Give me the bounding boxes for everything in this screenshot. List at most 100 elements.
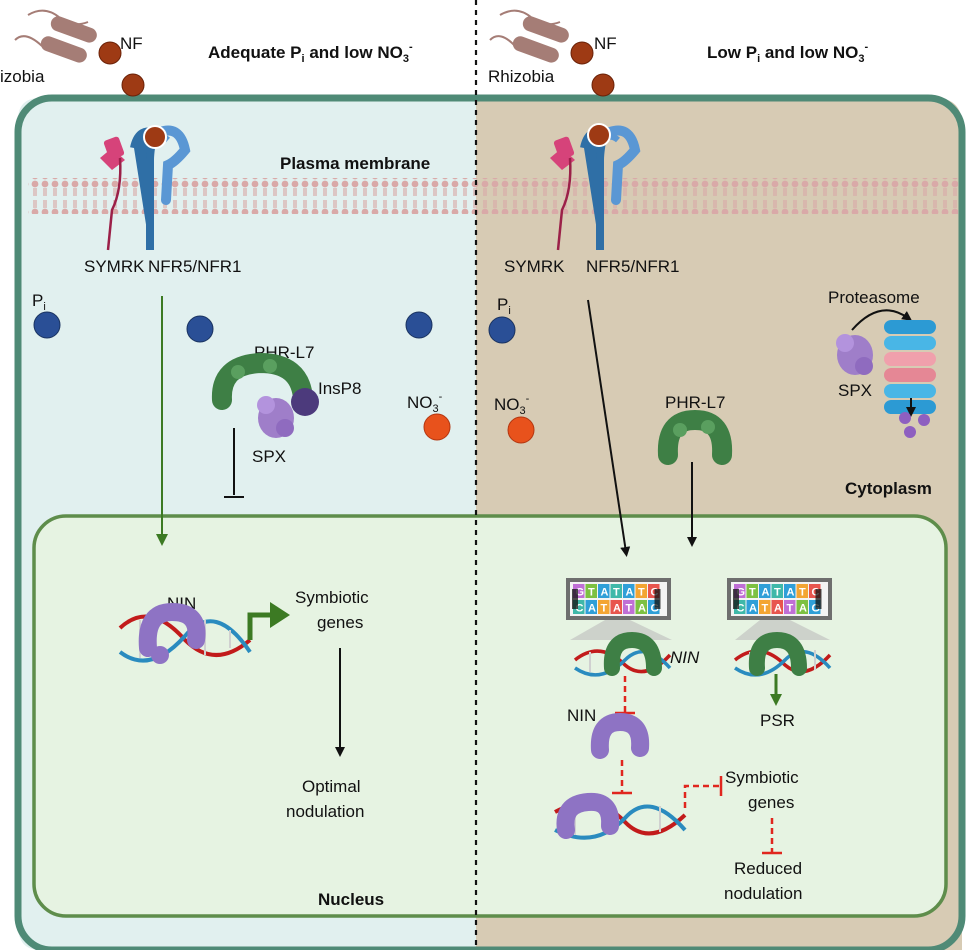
motif-right-top-letter: G xyxy=(737,587,746,599)
motif-right-top-letter: T xyxy=(799,587,806,599)
left-symrk-label: SYMRK xyxy=(84,257,145,276)
right-spx-label: SPX xyxy=(838,381,872,400)
motif-left-bottom-tile xyxy=(598,600,610,614)
motif-right-top-tile xyxy=(746,584,758,598)
right-rhizobia-label: Rhizobia xyxy=(488,67,555,86)
left-symrk-receptor xyxy=(100,136,125,251)
right-pi-label: Pi xyxy=(497,295,511,317)
left-nf-molecules xyxy=(98,41,145,97)
motif-right-top-tile xyxy=(771,584,783,598)
right-no3-label: NO3- xyxy=(494,393,530,417)
left-symbiotic-genes-line1: Symbiotic xyxy=(295,588,369,607)
right-phr-l7-protein xyxy=(657,409,733,465)
motif-right-bottom-letter: A xyxy=(749,603,757,615)
left-transcription-arrowhead xyxy=(270,602,290,628)
motif-right-top-tile xyxy=(796,584,808,598)
motif-left-bottom-letter: T xyxy=(626,603,633,615)
motif-right-top-tile xyxy=(784,584,796,598)
left-symbiotic-genes-line2: genes xyxy=(317,613,363,632)
reduced-nodulation-line2: nodulation xyxy=(724,884,802,903)
phr-on-psr-promoter xyxy=(748,631,807,676)
right-phr-l7-label: PHR-L7 xyxy=(665,393,725,412)
motif-right-bottom-letter: T xyxy=(762,603,769,615)
left-pi-molecule xyxy=(33,311,61,339)
motif-left-bottom-tile xyxy=(585,600,597,614)
motif-right-bottom-tile xyxy=(796,600,808,614)
right-nin-protein xyxy=(590,712,650,759)
motif-left-bottom-letter: A xyxy=(613,603,621,615)
right-pi-molecule xyxy=(488,316,516,344)
proteasome-complex xyxy=(884,320,936,414)
degraded-peptides xyxy=(899,412,930,438)
motif-right-bottom-letter: C xyxy=(737,603,745,615)
left-rhizobia-label: izobia xyxy=(0,67,45,86)
motif-left-bottom-tile xyxy=(635,600,647,614)
right-nitrate-molecule xyxy=(507,416,535,444)
motif-right-top-letter: T xyxy=(749,587,756,599)
insp8-molecule xyxy=(291,388,319,416)
motif-left-bottom-tile xyxy=(623,600,635,614)
motif-right-bottom-tile xyxy=(784,600,796,614)
motif-right-motif-bracket xyxy=(733,589,739,609)
motif-left-motif-bracket xyxy=(654,589,661,609)
motif-left-bottom-letter: C xyxy=(576,603,584,615)
spx-degradation-arrow xyxy=(851,309,913,331)
symbiotic-genes-inhibition-line xyxy=(683,784,720,808)
right-symrk-receptor xyxy=(550,136,575,251)
motif-right-top-tile xyxy=(734,584,746,598)
motif-right-bottom-letter: T xyxy=(787,603,794,615)
left-nitrate-molecule xyxy=(423,413,451,441)
cytoplasm-label: Cytoplasm xyxy=(845,479,932,498)
right-condition-title: Low Pi and low NO3- xyxy=(707,41,868,65)
motif-right-bottom-tile xyxy=(734,600,746,614)
cell-wall-outline xyxy=(14,94,966,950)
motif-left-bottom-tile xyxy=(648,600,660,614)
motif-left-top-letter: T xyxy=(588,587,595,599)
motif-right-bottom-letter: A xyxy=(799,603,807,615)
motif-right-bottom-tile xyxy=(809,600,821,614)
right-nf-molecules xyxy=(570,41,615,97)
motif-left-top-letter: T xyxy=(613,587,620,599)
right-symbiotic-genes-line1: Symbiotic xyxy=(725,768,799,787)
left-nin-protein xyxy=(138,602,206,664)
right-nfr-label: NFR5/NFR1 xyxy=(586,257,680,276)
left-transcription-start-arrow xyxy=(247,612,270,640)
motif-right-bottom-letter: A xyxy=(774,603,782,615)
motif-left-top-tile xyxy=(573,584,585,598)
right-signaling-arrow xyxy=(587,299,631,557)
nucleus-label: Nucleus xyxy=(318,890,384,909)
right-lower-nin-protein xyxy=(556,792,620,839)
optimal-nodulation-line1: Optimal xyxy=(302,777,361,796)
motif-right-bottom-tile xyxy=(759,600,771,614)
motif-left-top-tile xyxy=(610,584,622,598)
right-nfr5-nfr1-receptor xyxy=(580,123,641,250)
reduced-nodulation-line1: Reduced xyxy=(734,859,802,878)
motif-right-top-letter: A xyxy=(787,587,795,599)
insp8-label: InsP8 xyxy=(318,379,361,398)
motif-left-motif-bracket xyxy=(572,589,578,609)
plasma-membrane-bilayer xyxy=(28,178,958,214)
optimal-nodulation-line2: nodulation xyxy=(286,802,364,821)
motif-left-bottom-letter: A xyxy=(638,603,646,615)
motif-left-top-tile xyxy=(648,584,660,598)
proteasome-label: Proteasome xyxy=(828,288,920,307)
right-nin-label: NIN xyxy=(567,706,596,725)
left-phr-l7-protein xyxy=(211,352,313,410)
nin-gene-label: NIN xyxy=(670,648,700,667)
left-pi-label: Pi xyxy=(32,291,46,313)
left-pi-molecule-2 xyxy=(186,315,214,343)
motif-right-motif-bracket xyxy=(815,589,822,609)
left-rhizobia-icon xyxy=(14,9,97,63)
right-spx-protein xyxy=(836,334,873,375)
motif-right-top-tile xyxy=(809,584,821,598)
motif-left-bottom-letter: A xyxy=(588,603,596,615)
left-spx-label: SPX xyxy=(252,447,286,466)
motif-right-bottom-tile xyxy=(771,600,783,614)
motif-left-top-letter: T xyxy=(638,587,645,599)
motif-left-top-tile xyxy=(623,584,635,598)
left-no3-label: NO3- xyxy=(407,391,443,415)
right-rhizobia-icon xyxy=(489,9,569,63)
left-pi-molecule-3 xyxy=(405,311,433,339)
motif-left-top-tile xyxy=(598,584,610,598)
